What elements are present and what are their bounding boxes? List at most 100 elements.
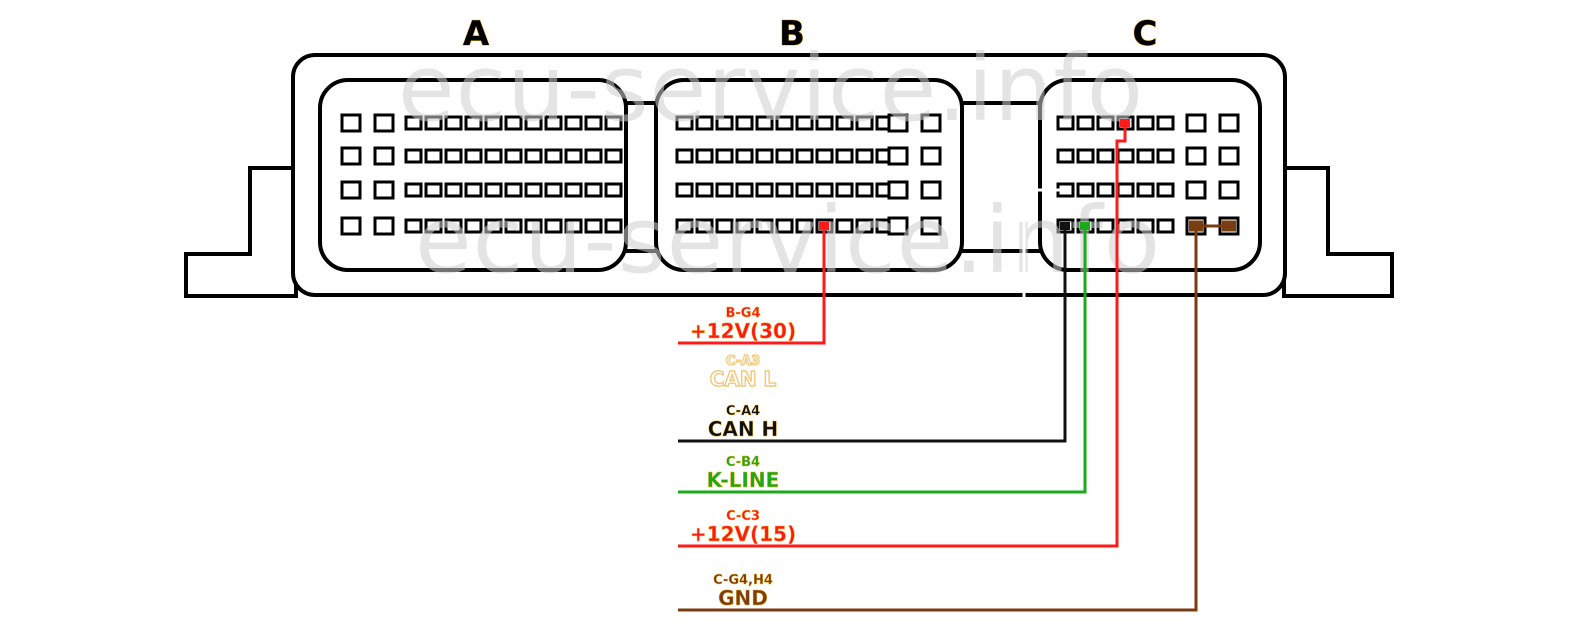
left-mounting-flange — [184, 166, 298, 298]
pin-small — [1076, 182, 1095, 198]
pin-small — [524, 182, 543, 198]
pin-small — [735, 218, 754, 234]
pin-small — [815, 148, 834, 164]
pin-small — [1076, 115, 1095, 131]
pin-large — [920, 180, 942, 200]
wire — [678, 226, 1067, 443]
pin-small — [855, 115, 874, 131]
signal-name-label: K-LINE — [707, 468, 780, 492]
pin-small — [735, 115, 754, 131]
pin-small — [484, 182, 503, 198]
pin-small — [1136, 115, 1155, 131]
pin-small — [755, 182, 774, 198]
wire — [678, 123, 1127, 548]
pin-small — [775, 218, 794, 234]
signal-can-l — [678, 186, 1070, 393]
pin-small — [755, 148, 774, 164]
pin-small — [835, 218, 854, 234]
pin-small — [815, 115, 834, 131]
pin-large — [887, 146, 909, 166]
pin-small — [504, 115, 523, 131]
pin-small — [504, 218, 523, 234]
pin-small — [604, 115, 623, 131]
pin-small — [504, 182, 523, 198]
pin-small — [564, 115, 583, 131]
pin-small — [795, 148, 814, 164]
highlighted-pin — [819, 222, 829, 230]
pin-small — [1156, 148, 1175, 164]
pin-small — [735, 182, 754, 198]
pin-large — [373, 113, 395, 133]
pin-small — [484, 115, 503, 131]
connector-b: B — [654, 14, 964, 272]
pin-large — [887, 113, 909, 133]
pin-small — [775, 148, 794, 164]
pin-small — [424, 115, 443, 131]
pin-large — [920, 216, 942, 236]
pin-small — [424, 148, 443, 164]
watermark-layer: ecu-service.info ecu-service.info — [398, 35, 1161, 294]
highlighted-pin — [1060, 222, 1070, 230]
pin-small — [1116, 148, 1135, 164]
signal-name-label: +12V(15) — [690, 522, 796, 546]
pin-small — [584, 148, 603, 164]
signal-gnd — [678, 220, 1236, 612]
wire — [678, 226, 826, 345]
watermark-text: ecu-service.info — [398, 35, 1144, 142]
pin-small — [1136, 148, 1155, 164]
pin-small — [855, 148, 874, 164]
pin-small — [715, 115, 734, 131]
connector-bridge-bc — [956, 101, 1046, 253]
signal--12v-30 — [678, 222, 829, 345]
watermark-text: ecu-service.info — [415, 187, 1161, 294]
pin-large — [373, 180, 395, 200]
pin-small — [604, 148, 623, 164]
pin-small — [444, 115, 463, 131]
pin-large — [340, 146, 362, 166]
connector-label: C — [1133, 14, 1158, 54]
signal-name-label: CAN L — [710, 367, 777, 391]
highlighted-pin — [1120, 119, 1130, 127]
pin-small — [1156, 218, 1175, 234]
pin-small — [604, 182, 623, 198]
pin-small — [564, 218, 583, 234]
pin-small — [504, 148, 523, 164]
pin-small — [464, 182, 483, 198]
pin-small — [675, 115, 694, 131]
pin-small — [775, 115, 794, 131]
signal--12v-15 — [678, 119, 1130, 548]
pin-small — [695, 115, 714, 131]
highlighted-pin — [1060, 186, 1070, 194]
pin-large — [920, 113, 942, 133]
pin-small — [584, 115, 603, 131]
signal-pin-label: C-A4 — [726, 404, 760, 419]
pin-small — [404, 115, 423, 131]
pin-small — [675, 218, 694, 234]
pin-small — [1096, 148, 1115, 164]
pin-large — [887, 216, 909, 236]
pin-small — [424, 218, 443, 234]
pin-large — [1218, 113, 1240, 133]
pin-small — [444, 148, 463, 164]
pin-small — [1096, 218, 1115, 234]
pin-small — [795, 182, 814, 198]
pin-small — [715, 182, 734, 198]
pin-small — [795, 115, 814, 131]
pin-small — [544, 182, 563, 198]
signal-pin-label: B-G4 — [725, 306, 760, 321]
pin-small — [855, 182, 874, 198]
pin-small — [715, 218, 734, 234]
signal-name-label: +12V(30) — [690, 319, 796, 343]
highlighted-pin — [1080, 222, 1090, 230]
pin-small — [675, 182, 694, 198]
pin-small — [715, 148, 734, 164]
signal-pin-label: C-A3 — [726, 354, 760, 369]
pin-small — [424, 182, 443, 198]
pin-small — [464, 218, 483, 234]
pin-small — [835, 148, 854, 164]
pin-small — [524, 115, 543, 131]
pin-small — [775, 182, 794, 198]
pin-small — [1056, 148, 1075, 164]
signal-pin-label: C-B4 — [726, 455, 760, 470]
signal-can-h — [678, 222, 1070, 443]
